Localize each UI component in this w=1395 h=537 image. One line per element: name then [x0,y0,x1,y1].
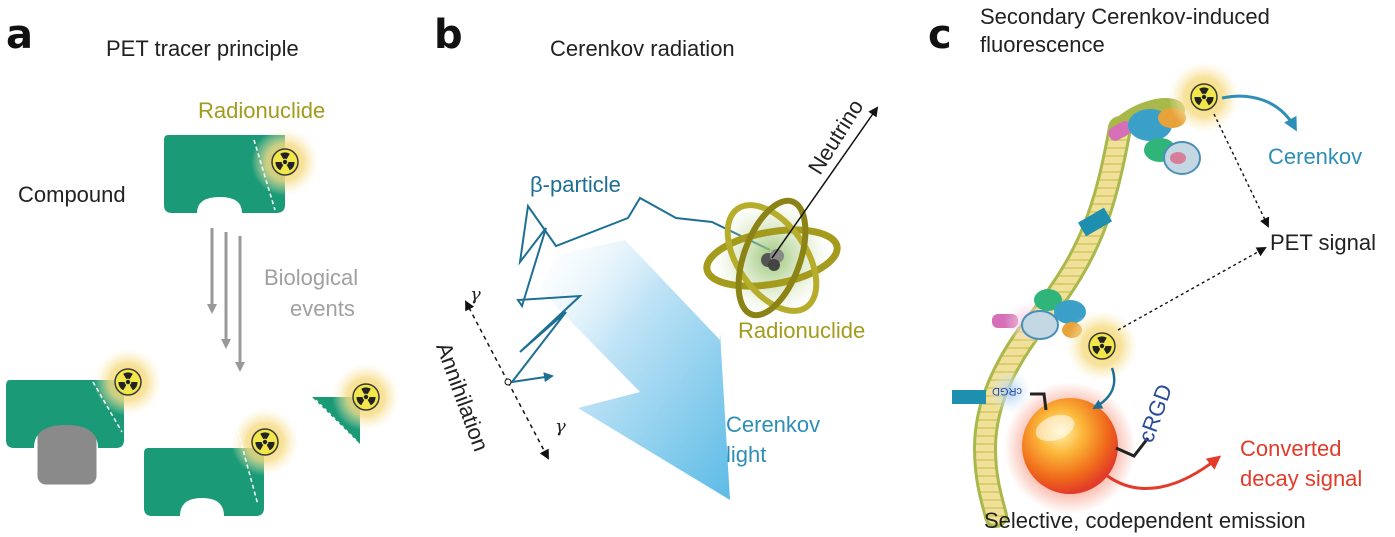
biological-label-line1: Biological [264,265,358,290]
fluorescent-nanoparticle [1022,398,1118,494]
beta-particle-path [509,196,771,384]
panel-c-letter: c [928,12,952,58]
panel-b-letter: b [434,12,463,58]
radionuclide-free [231,408,299,506]
beta-particle-label: β-particle [530,172,621,197]
pet-signal-label: PET signal [1270,230,1376,255]
radiation-trefoil-icon [114,368,142,396]
compound-shape-bound [6,380,124,448]
radionuclide-label-a: Radionuclide [198,98,325,123]
panel-a-letter: a [6,12,33,58]
panel-c-caption: Selective, codependent emission [984,508,1306,533]
radiation-trefoil-icon [271,148,299,176]
emission-arrow [1105,455,1222,490]
annihilation-line-down [507,381,549,460]
panel-c-title-line1: Secondary Cerenkov-induced [980,4,1270,29]
converted-label-line2: decay signal [1240,466,1362,491]
gamma-top-label: γ [470,284,481,305]
cerenkov-light-arrow [540,240,730,500]
radionuclide-fragment [332,363,400,431]
radiation-trefoil-icon [251,428,279,456]
compound-label: Compound [18,182,126,207]
radionuclide-label-b: Radionuclide [738,318,865,343]
radionuclide-top [251,128,319,211]
crgd-label: cRGD [1133,381,1177,446]
membrane-protein [1078,207,1112,237]
excitation-arrow [1092,367,1116,410]
panel-a-title: PET tracer principle [106,36,299,61]
protein-complex-bottom [1004,289,1086,344]
radionuclide-c-top [1168,61,1240,133]
radiation-trefoil-icon [352,383,380,411]
panel-b-title: Cerenkov radiation [550,36,735,61]
radiation-trefoil-icon [1190,83,1218,111]
panel-a: a PET tracer principle Radionuclide Comp… [6,12,400,516]
pet-signal-line-bottom [1117,247,1267,331]
panel-b: b Cerenkov radiation β-particle γ γ Anni… [431,12,879,500]
radiation-trefoil-icon [1088,332,1116,360]
annihilation-line-up [465,300,509,383]
neutrino-arrow [771,106,879,259]
annihilation-label: Annihilation [431,339,493,454]
protein-complex-top [1128,108,1201,175]
converted-label-line1: Converted [1240,436,1342,461]
cerenkov-label-c: Cerenkov [1268,144,1362,169]
biological-label-line2: events [290,296,355,321]
gamma-bottom-label: γ [555,416,566,437]
radionuclide-bound [92,348,162,433]
compound-shape-free [144,448,264,516]
biological-events-arrows [207,228,245,372]
panel-c-title-line2: fluorescence [980,32,1105,57]
membrane-protein [952,390,986,404]
panel-c: c Secondary Cerenkov-induced fluorescenc… [928,4,1376,533]
membrane-protein [1108,121,1132,141]
cerenkov-light-line1: Cerenkov [726,412,820,437]
cerenkov-arrow [1221,94,1297,132]
cerenkov-light-line2: light [726,442,766,467]
pet-signal-line-top [1213,113,1270,228]
radionuclide-c-bottom [1066,310,1138,382]
crgd-small-label: cRGD [992,385,1022,397]
